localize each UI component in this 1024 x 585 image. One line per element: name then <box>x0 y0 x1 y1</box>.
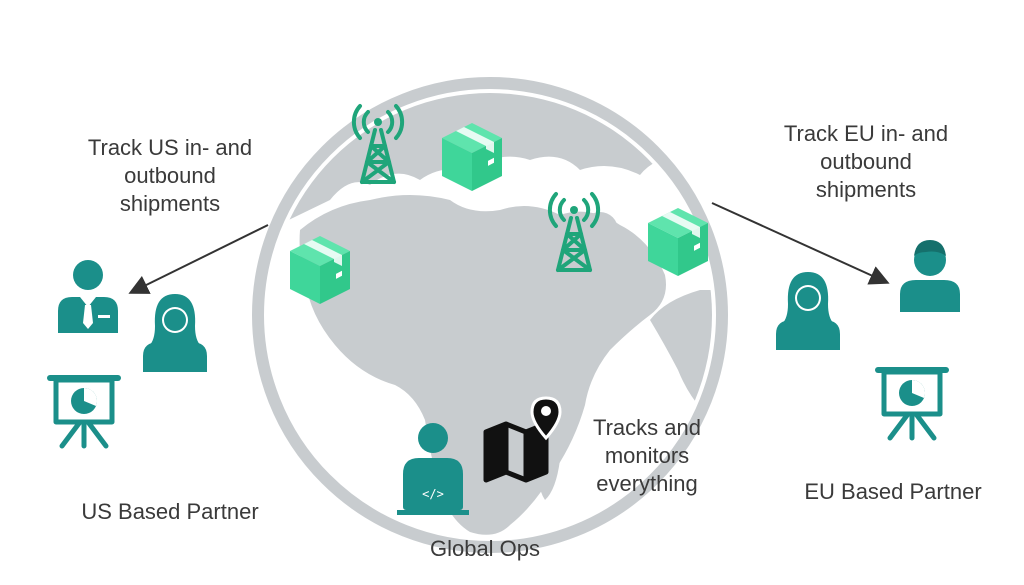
label-line: Tracks and <box>592 415 701 440</box>
label-line: outbound <box>820 149 912 174</box>
label-line: shipments <box>119 191 221 216</box>
global-ops-label: Global Ops <box>429 536 541 561</box>
ops-track-label: Tracks and monitors everything <box>572 414 722 498</box>
label-line: shipments <box>815 177 917 202</box>
presentation-board-icon <box>50 378 118 446</box>
eu-arrow <box>711 202 890 285</box>
woman-icon <box>776 272 840 350</box>
presentation-board-icon <box>878 370 946 438</box>
laptop-user-icon: </> <box>397 423 469 515</box>
svg-text:</>: </> <box>422 487 444 501</box>
woman-icon <box>143 294 207 372</box>
label-line: Track US in- and <box>87 135 253 160</box>
us-track-label: Track US in- and outbound shipments <box>52 134 288 218</box>
man-icon <box>900 240 960 312</box>
us-partner-label: US Based Partner <box>81 499 259 524</box>
us-arrow <box>128 224 269 294</box>
businessman-icon <box>58 260 118 333</box>
label-line: outbound <box>124 163 216 188</box>
label-line: Track EU in- and <box>783 121 949 146</box>
eu-partner-label: EU Based Partner <box>804 479 982 504</box>
label-line: monitors <box>604 443 690 468</box>
label-line: everything <box>596 471 698 496</box>
eu-track-label: Track EU in- and outbound shipments <box>748 120 984 204</box>
map-pin-icon <box>483 396 562 483</box>
